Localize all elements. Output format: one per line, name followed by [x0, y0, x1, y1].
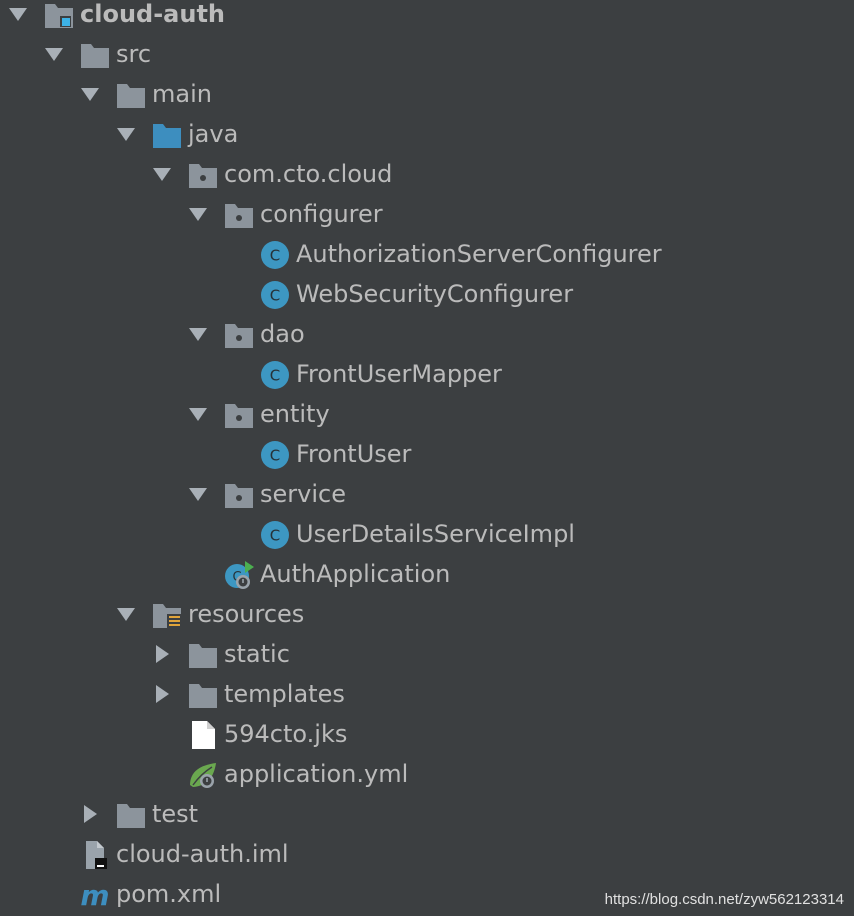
tree-item-label: WebSecurityConfigurer: [296, 280, 574, 308]
folder-icon: [189, 684, 217, 708]
package-icon: [225, 324, 253, 348]
tree-item-label: configurer: [260, 200, 383, 228]
tree-item-label: UserDetailsServiceImpl: [296, 520, 575, 548]
tree-row-front-user[interactable]: C FrontUser: [0, 435, 854, 475]
spring-boot-class-icon: C: [225, 561, 254, 589]
package-icon: [225, 404, 253, 428]
svg-text:C: C: [270, 247, 280, 265]
svg-text:C: C: [232, 570, 241, 585]
tree-item-label: AuthorizationServerConfigurer: [296, 240, 662, 268]
tree-row-auth-application[interactable]: C AuthApplication: [0, 555, 854, 595]
folder-icon: [117, 84, 145, 108]
tree-row-static[interactable]: static: [0, 635, 854, 675]
tree-row-test[interactable]: test: [0, 795, 854, 835]
tree-item-label: test: [152, 800, 199, 828]
tree-row-cloud-auth[interactable]: cloud-auth: [0, 0, 854, 35]
tree-row-resources[interactable]: resources: [0, 595, 854, 635]
tree-row-dao[interactable]: dao: [0, 315, 854, 355]
class-icon: C: [261, 441, 289, 469]
tree-row-com-cto-cloud[interactable]: com.cto.cloud: [0, 155, 854, 195]
tree-row-front-user-mapper[interactable]: C FrontUserMapper: [0, 355, 854, 395]
tree-item-label: entity: [260, 400, 330, 428]
expanded-arrow-icon[interactable]: [115, 603, 137, 625]
svg-text:C: C: [270, 367, 280, 385]
tree-item-label: main: [152, 80, 212, 108]
tree-item-label: com.cto.cloud: [224, 160, 393, 188]
expanded-arrow-icon[interactable]: [79, 83, 101, 105]
tree-row-src[interactable]: src: [0, 35, 854, 75]
resources-folder-icon: [153, 604, 181, 629]
module-folder-icon: [45, 4, 73, 28]
tree-row-entity[interactable]: entity: [0, 395, 854, 435]
package-icon: [225, 484, 253, 508]
package-icon: [189, 164, 217, 188]
tree-item-label: FrontUserMapper: [296, 360, 502, 388]
tree-row-pom-xml[interactable]: m pom.xml: [0, 875, 854, 915]
collapsed-arrow-icon[interactable]: [151, 683, 173, 705]
tree-item-label: cloud-auth: [80, 0, 226, 28]
expanded-arrow-icon[interactable]: [187, 323, 209, 345]
tree-item-label: templates: [224, 680, 345, 708]
spring-config-icon: [190, 763, 216, 788]
svg-text:C: C: [270, 527, 280, 545]
tree-item-label: resources: [188, 600, 305, 628]
expanded-arrow-icon[interactable]: [187, 203, 209, 225]
class-icon: C: [261, 361, 289, 389]
tree-item-label: static: [224, 640, 290, 668]
collapsed-arrow-icon[interactable]: [79, 803, 101, 825]
tree-row-594cto-jks[interactable]: 594cto.jks: [0, 715, 854, 755]
svg-text:C: C: [270, 287, 280, 305]
tree-row-service[interactable]: service: [0, 475, 854, 515]
svg-text:m: m: [80, 879, 109, 911]
tree-item-label: 594cto.jks: [224, 720, 348, 748]
tree-row-configurer[interactable]: configurer: [0, 195, 854, 235]
tree-row-user-details-service-impl[interactable]: C UserDetailsServiceImpl: [0, 515, 854, 555]
collapsed-arrow-icon[interactable]: [151, 643, 173, 665]
expanded-arrow-icon[interactable]: [115, 123, 137, 145]
tree-item-label: dao: [260, 320, 305, 348]
expanded-arrow-icon[interactable]: [7, 3, 29, 25]
tree-row-cloud-auth-iml[interactable]: cloud-auth.iml: [0, 835, 854, 875]
class-icon: C: [261, 241, 289, 269]
maven-icon: m: [80, 879, 109, 911]
folder-icon: [189, 644, 217, 668]
tree-item-label: pom.xml: [116, 880, 222, 908]
iml-file-icon: [86, 841, 107, 869]
tree-item-label: application.yml: [224, 760, 409, 788]
class-icon: C: [261, 521, 289, 549]
tree-row-main[interactable]: main: [0, 75, 854, 115]
tree-item-label: src: [116, 40, 152, 68]
tree-item-label: service: [260, 480, 346, 508]
expanded-arrow-icon[interactable]: [43, 43, 65, 65]
svg-text:C: C: [270, 447, 280, 465]
expanded-arrow-icon[interactable]: [187, 483, 209, 505]
watermark-text: https://blog.csdn.net/zyw562123314: [604, 891, 844, 908]
tree-item-label: AuthApplication: [260, 560, 451, 588]
source-folder-icon: [153, 124, 181, 148]
tree-item-label: cloud-auth.iml: [116, 840, 289, 868]
tree-row-web-security-configurer[interactable]: C WebSecurityConfigurer: [0, 275, 854, 315]
tree-item-label: FrontUser: [296, 440, 412, 468]
folder-icon: [117, 804, 145, 828]
tree-row-java[interactable]: java: [0, 115, 854, 155]
expanded-arrow-icon[interactable]: [151, 163, 173, 185]
tree-row-templates[interactable]: templates: [0, 675, 854, 715]
package-icon: [225, 204, 253, 228]
tree-item-label: java: [188, 120, 239, 148]
class-icon: C: [261, 281, 289, 309]
tree-row-authorization-server-configurer[interactable]: C AuthorizationServerConfigurer: [0, 235, 854, 275]
folder-icon: [81, 44, 109, 68]
tree-row-application-yml[interactable]: application.yml: [0, 755, 854, 795]
expanded-arrow-icon[interactable]: [187, 403, 209, 425]
file-icon: [192, 721, 215, 749]
